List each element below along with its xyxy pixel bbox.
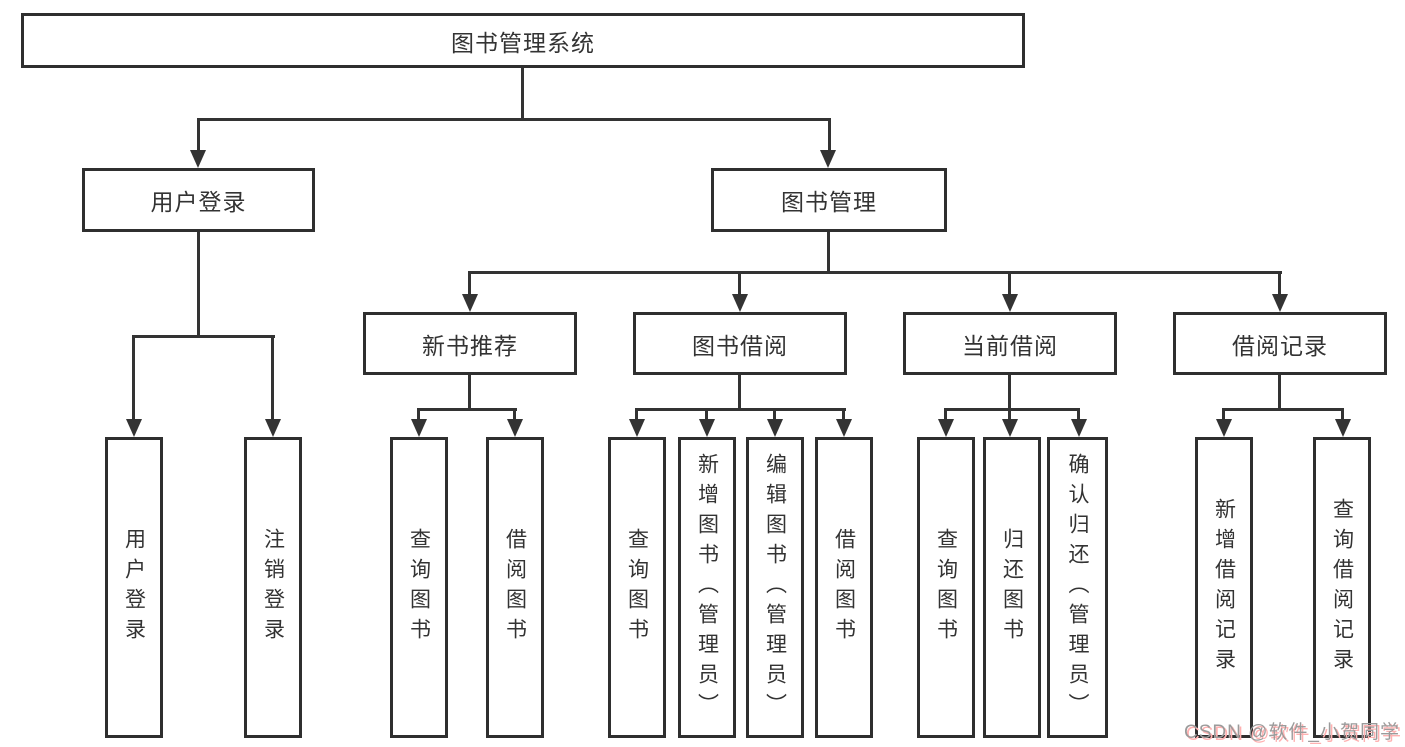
connector-to-new-book-stem [468, 271, 471, 297]
arrowhead-br-add [1216, 419, 1232, 437]
leaf-borrow-borrow-books: 借阅图书 [815, 437, 873, 738]
csdn-watermark: CSDN @软件_小贺同学 [1184, 722, 1400, 743]
leaf-newbook-borrow-books: 借阅图书 [486, 437, 544, 738]
connector-to-cb-query-stem [944, 408, 947, 422]
arrowhead-new-book-recommend [462, 294, 478, 312]
connector-to-leaf-user-login-stem [132, 335, 135, 421]
arrowhead-cb-return [1002, 419, 1018, 437]
arrowhead-nb-query [411, 419, 427, 437]
leaf-newbook-query-books-label: 查询图书 [407, 527, 431, 648]
leaf-records-add-record: 新增借阅记录 [1195, 437, 1253, 738]
node-book-borrow-label: 图书借阅 [692, 332, 788, 359]
connector-root-stem [521, 68, 524, 120]
node-borrow-records-label: 借阅记录 [1232, 332, 1328, 359]
leaf-borrow-query-books-label: 查询图书 [625, 527, 649, 648]
leaf-borrow-add-books-admin: 新增图书（管理员） [678, 437, 736, 738]
leaf-current-query-books: 查询图书 [917, 437, 975, 738]
leaf-logout-label: 注销登录 [261, 527, 285, 648]
leaf-borrow-edit-books-admin: 编辑图书（管理员） [746, 437, 804, 738]
connector-borrow-records-hbar [1222, 408, 1344, 411]
connector-book-management-hbar [468, 271, 1282, 274]
connector-to-bb-edit-stem [773, 408, 776, 422]
connector-to-current-borrow-stem [1008, 271, 1011, 297]
node-borrow-records: 借阅记录 [1173, 312, 1387, 375]
arrowhead-user-login [190, 150, 206, 168]
arrowhead-leaf-user-login [126, 419, 142, 437]
connector-to-bb-borrow-stem [842, 408, 845, 422]
leaf-borrow-edit-books-admin-label: 编辑图书（管理员） [763, 452, 787, 723]
leaf-borrow-add-books-admin-label: 新增图书（管理员） [695, 452, 719, 723]
leaf-current-confirm-return-admin-label: 确认归还（管理员） [1066, 452, 1089, 723]
arrowhead-br-query [1335, 419, 1351, 437]
leaf-logout: 注销登录 [244, 437, 302, 738]
connector-book-management-stem [827, 232, 830, 273]
leaf-newbook-query-books: 查询图书 [390, 437, 448, 738]
connector-to-nb-borrow-stem [513, 408, 516, 422]
connector-to-bb-add-stem [705, 408, 708, 422]
node-user-login: 用户登录 [82, 168, 315, 232]
connector-current-borrow-stem2 [1008, 375, 1011, 410]
node-current-borrow-label: 当前借阅 [962, 332, 1058, 359]
connector-to-book-management-stem [828, 118, 831, 154]
connector-user-login-stem [197, 232, 200, 337]
connector-book-borrow-hbar [635, 408, 846, 411]
arrowhead-leaf-logout [265, 419, 281, 437]
connector-new-book-stem [468, 375, 471, 410]
arrowhead-nb-borrow [507, 419, 523, 437]
leaf-current-return-books: 归还图书 [983, 437, 1041, 738]
connector-to-user-login-stem [197, 118, 200, 154]
node-book-management-label: 图书管理 [781, 189, 877, 215]
leaf-newbook-borrow-books-label: 借阅图书 [503, 527, 527, 648]
node-book-borrow: 图书借阅 [633, 312, 847, 375]
leaf-current-return-books-label: 归还图书 [1000, 527, 1024, 648]
connector-to-book-borrow-stem [738, 271, 741, 297]
leaf-user-login: 用户登录 [105, 437, 163, 738]
leaf-records-query-record: 查询借阅记录 [1313, 437, 1371, 738]
connector-to-leaf-logout-stem [271, 335, 274, 421]
arrowhead-bb-add [699, 419, 715, 437]
leaf-current-confirm-return-admin: 确认归还（管理员） [1047, 437, 1108, 738]
leaf-current-query-books-label: 查询图书 [934, 527, 958, 648]
node-current-borrow: 当前借阅 [903, 312, 1117, 375]
leaf-borrow-query-books: 查询图书 [608, 437, 666, 738]
node-root-label: 图书管理系统 [451, 29, 595, 56]
arrowhead-current-borrow [1002, 294, 1018, 312]
node-new-book-recommend-label: 新书推荐 [422, 332, 518, 359]
arrowhead-book-management [820, 150, 836, 168]
connector-current-borrow-hbar [944, 408, 1080, 411]
arrowhead-cb-query [938, 419, 954, 437]
node-book-management: 图书管理 [711, 168, 947, 232]
arrowhead-bb-edit [767, 419, 783, 437]
arrowhead-bb-borrow [836, 419, 852, 437]
connector-to-cb-confirm-stem [1077, 408, 1080, 422]
leaf-borrow-borrow-books-label: 借阅图书 [832, 527, 856, 648]
arrowhead-borrow-records [1272, 294, 1288, 312]
leaf-records-add-record-label: 新增借阅记录 [1212, 497, 1236, 678]
connector-to-nb-query-stem [417, 408, 420, 422]
arrowhead-book-borrow [732, 294, 748, 312]
connector-new-book-hbar [417, 408, 517, 411]
arrowhead-bb-query [629, 419, 645, 437]
connector-root-hbar [197, 118, 831, 121]
leaf-records-query-record-label: 查询借阅记录 [1330, 497, 1354, 678]
connector-borrow-records-stem2 [1278, 375, 1281, 410]
arrowhead-cb-confirm [1071, 419, 1087, 437]
connector-to-bb-query-stem [635, 408, 638, 422]
connector-to-br-query-stem [1341, 408, 1344, 422]
node-root: 图书管理系统 [21, 13, 1025, 68]
node-new-book-recommend: 新书推荐 [363, 312, 577, 375]
connector-user-login-hbar [133, 335, 275, 338]
connector-to-cb-return-stem [1008, 408, 1011, 422]
connector-to-borrow-records-stem [1278, 271, 1281, 297]
leaf-user-login-label: 用户登录 [122, 527, 146, 648]
node-user-login-label: 用户登录 [150, 189, 247, 215]
connector-book-borrow-stem2 [738, 375, 741, 410]
connector-to-br-add-stem [1222, 408, 1225, 422]
